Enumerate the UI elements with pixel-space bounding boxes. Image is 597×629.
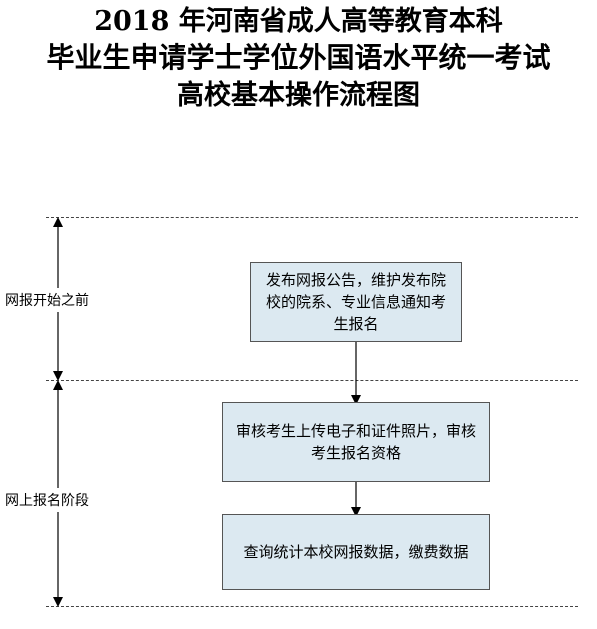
- phase-label-online-registration: 网上报名阶段: [5, 488, 89, 512]
- step3-text: 查询统计本校网报数据，缴费数据: [243, 543, 469, 561]
- step1-text: 发布网报公告，维护发布院校的院系、专业信息通知考生报名: [265, 271, 446, 333]
- phase-label-before-registration: 网报开始之前: [5, 288, 89, 312]
- phase-divider-top: [46, 217, 578, 218]
- title-line-2: 毕业生申请学士学位外国语水平统一考试: [46, 41, 551, 74]
- step-query-statistics: 查询统计本校网报数据，缴费数据: [222, 514, 490, 590]
- step-review-photos: 审核考生上传电子和证件照片，审核考生报名资格: [222, 402, 490, 482]
- phase-divider-middle: [46, 380, 578, 381]
- title-line-3: 高校基本操作流程图: [177, 80, 420, 111]
- step2-text: 审核考生上传电子和证件照片，审核考生报名资格: [235, 422, 476, 462]
- phase-divider-bottom: [46, 606, 578, 607]
- title-line-1: 2018 年河南省成人高等教育本科: [94, 6, 503, 37]
- step-publish-announcement: 发布网报公告，维护发布院校的院系、专业信息通知考生报名: [250, 262, 462, 342]
